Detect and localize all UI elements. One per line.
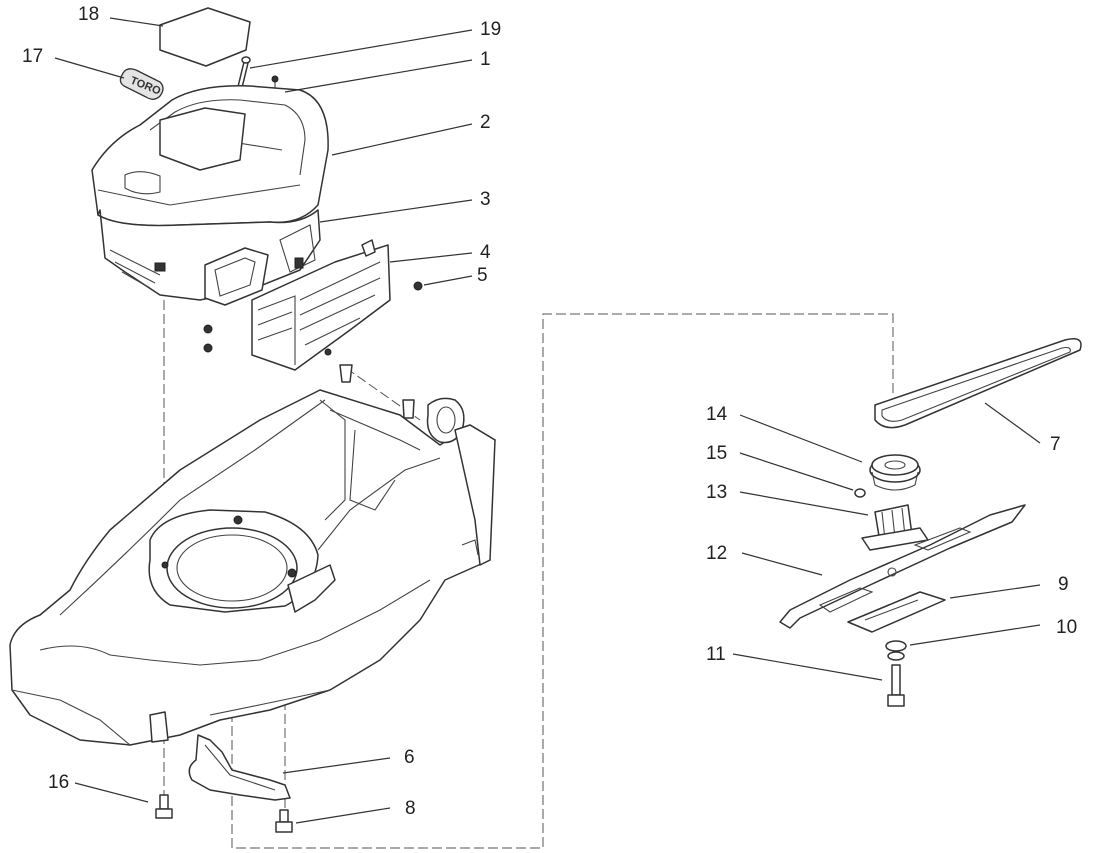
mount-nut	[203, 324, 213, 334]
leader-line-10	[909, 624, 1041, 646]
drive-belt	[874, 338, 1082, 429]
assembly-frame-line	[231, 313, 894, 849]
blade-stiffener	[847, 591, 946, 633]
toro-logo-plate: TORO	[119, 68, 164, 100]
callout-14: 14	[706, 404, 728, 425]
leader-line-4	[389, 252, 473, 263]
callout-12: 12	[706, 543, 727, 564]
leader-line-14	[739, 414, 863, 463]
leader-line-18	[109, 17, 164, 27]
belt-guard-clip	[188, 734, 291, 801]
callout-2: 2	[480, 112, 491, 133]
leader-line-19	[249, 29, 473, 69]
callout-7: 7	[1050, 434, 1061, 455]
leader-line-15	[739, 452, 854, 491]
leader-line-17	[54, 57, 125, 79]
callout-1: 1	[480, 49, 491, 70]
mower-deck	[9, 364, 496, 746]
leader-line-5	[423, 275, 473, 286]
leader-line-12	[741, 552, 823, 576]
callout-19: 19	[480, 19, 501, 40]
mount-nut	[203, 343, 213, 353]
callout-17: 17	[22, 46, 43, 67]
leader-line-7	[984, 402, 1041, 444]
callout-8: 8	[405, 798, 416, 819]
callout-10: 10	[1056, 617, 1077, 638]
hex-nut	[413, 281, 423, 291]
callout-6: 6	[404, 747, 415, 768]
bolt	[275, 809, 293, 833]
leader-line-6	[282, 757, 391, 774]
engine-shroud	[251, 239, 391, 371]
engine	[91, 85, 329, 306]
blade-bolt	[887, 664, 905, 707]
callout-15: 15	[706, 443, 727, 464]
callout-3: 3	[480, 189, 491, 210]
washer	[885, 640, 907, 661]
callout-11: 11	[706, 644, 726, 665]
leader-line-16	[74, 782, 149, 803]
bolt	[155, 794, 173, 819]
set-screw	[854, 488, 866, 498]
leader-line-2	[331, 123, 473, 156]
decal	[159, 7, 251, 67]
mower-blade	[779, 504, 1026, 629]
leader-line-11	[732, 653, 883, 681]
callout-9: 9	[1058, 574, 1069, 595]
leader-line-3	[319, 199, 473, 223]
callout-5: 5	[477, 265, 488, 286]
leader-line-9	[949, 584, 1041, 599]
callout-18: 18	[78, 4, 99, 25]
leader-line-8	[295, 807, 391, 824]
callout-4: 4	[480, 242, 491, 263]
leader-line-1	[284, 59, 473, 93]
blade-pulley	[869, 454, 921, 491]
callout-16: 16	[48, 772, 69, 793]
leader-line-13	[739, 491, 869, 516]
callout-13: 13	[706, 482, 727, 503]
blade-adapter	[861, 504, 929, 551]
